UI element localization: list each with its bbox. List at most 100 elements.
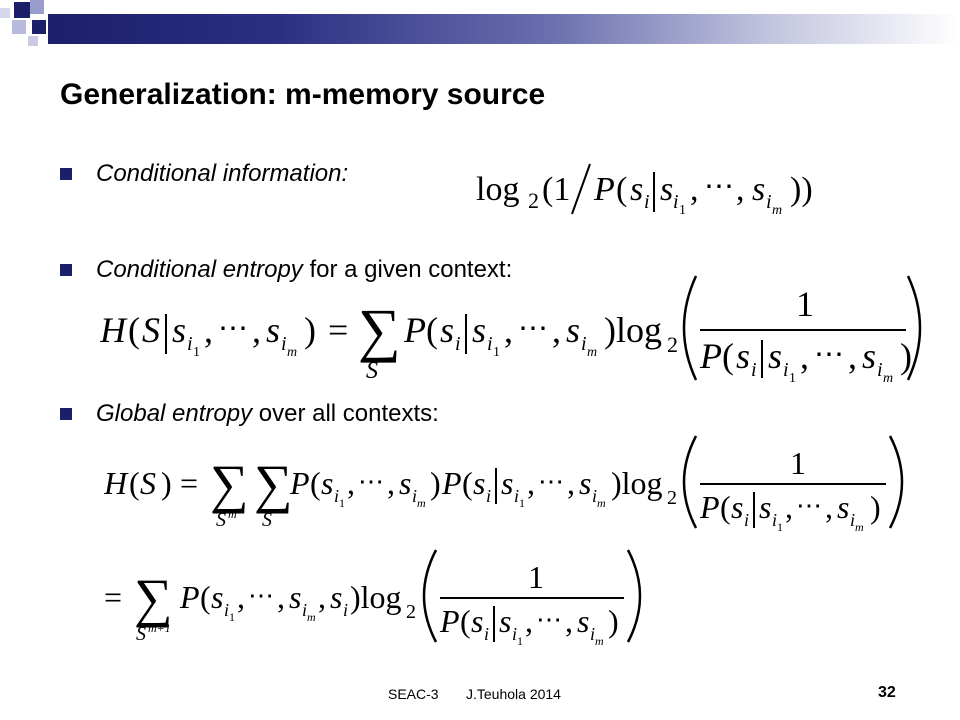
svg-text:s: s	[862, 336, 876, 376]
svg-text:S: S	[366, 358, 378, 384]
svg-text:H: H	[104, 465, 129, 501]
svg-text:i: i	[850, 510, 855, 530]
svg-text:): )	[900, 336, 912, 376]
footer-author: J.Teuhola 2014	[466, 686, 561, 702]
svg-text:m: m	[587, 345, 597, 360]
svg-text:m: m	[772, 203, 782, 218]
svg-text:,: ,	[848, 336, 857, 376]
svg-text:,: ,	[347, 465, 355, 501]
svg-text:m: m	[417, 496, 426, 510]
bullet-icon	[60, 408, 72, 420]
svg-text:s: s	[577, 603, 589, 639]
svg-text:i: i	[302, 600, 307, 620]
svg-text:⋯: ⋯	[218, 312, 248, 345]
svg-text:P: P	[699, 489, 720, 525]
svg-text:s: s	[731, 489, 743, 525]
svg-text:1: 1	[796, 284, 814, 324]
svg-text:i: i	[751, 359, 757, 381]
svg-text:P: P	[289, 465, 310, 501]
svg-text:s: s	[471, 603, 483, 639]
header-gradient-bar	[48, 14, 960, 44]
svg-text:): )	[430, 465, 441, 501]
svg-text:s: s	[211, 579, 223, 615]
svg-text:1: 1	[790, 445, 806, 481]
svg-text:⋯: ⋯	[248, 581, 274, 610]
svg-text:m: m	[883, 371, 893, 384]
svg-text:(: (	[310, 465, 321, 501]
svg-text:H: H	[100, 310, 128, 350]
svg-text:⋯: ⋯	[518, 312, 548, 345]
svg-text:): )	[870, 489, 881, 525]
svg-text:,: ,	[552, 310, 561, 350]
svg-text:s: s	[768, 336, 782, 376]
header-square	[32, 20, 46, 34]
svg-text:,: ,	[277, 579, 285, 615]
svg-text:m+1: m+1	[148, 621, 171, 635]
svg-text:1: 1	[493, 345, 500, 360]
bullet-global-entropy: Global entropy over all contexts:	[96, 400, 439, 428]
svg-text:2: 2	[528, 188, 539, 213]
svg-text:S: S	[140, 465, 156, 501]
header-square	[0, 8, 10, 18]
svg-text:s: s	[837, 489, 849, 525]
svg-text:i: i	[744, 510, 749, 530]
svg-text:1: 1	[229, 610, 235, 624]
svg-text:1: 1	[339, 496, 345, 510]
svg-text:,: ,	[690, 171, 699, 208]
svg-text:=: =	[104, 579, 122, 615]
svg-text:1: 1	[517, 634, 523, 646]
svg-text:∑: ∑	[254, 454, 293, 514]
svg-text:⋯: ⋯	[704, 170, 734, 203]
formula-global-entropy-expanded: = ∑ S m+1 P ( s i 1 , ⋯ , s i m , s i )l…	[104, 546, 664, 646]
svg-text:s: s	[630, 171, 643, 208]
svg-text:s: s	[759, 489, 771, 525]
svg-text:i: i	[343, 600, 348, 620]
svg-text:s: s	[289, 579, 301, 615]
svg-text:i: i	[486, 486, 491, 506]
svg-text:1: 1	[528, 559, 544, 595]
svg-text:,: ,	[318, 579, 326, 615]
svg-text:,: ,	[204, 310, 213, 350]
svg-text:P: P	[593, 171, 615, 208]
svg-text:s: s	[660, 171, 673, 208]
svg-text:,: ,	[565, 603, 573, 639]
svg-text:i: i	[766, 191, 772, 213]
svg-text:(: (	[616, 171, 627, 208]
svg-text:m: m	[287, 345, 297, 360]
svg-text:,: ,	[800, 336, 809, 376]
svg-text:,: ,	[825, 489, 833, 525]
svg-text:⋯: ⋯	[358, 467, 384, 496]
svg-text:i: i	[514, 486, 519, 506]
svg-text:P: P	[179, 579, 200, 615]
svg-text:1: 1	[193, 345, 200, 360]
header-square	[12, 20, 26, 34]
svg-text:,: ,	[785, 489, 793, 525]
bullet-icon	[60, 264, 72, 276]
svg-text:m: m	[595, 634, 604, 646]
svg-text:2: 2	[667, 487, 677, 509]
bullet-italic: Global entropy	[96, 400, 253, 427]
svg-text:=: =	[328, 310, 348, 350]
svg-text:i: i	[455, 333, 461, 355]
svg-text:,: ,	[525, 603, 533, 639]
svg-text:∑: ∑	[210, 454, 249, 514]
bullet-icon	[60, 168, 72, 180]
svg-text:i: i	[581, 333, 587, 355]
svg-text:∑: ∑	[358, 297, 401, 363]
svg-text:(: (	[720, 489, 731, 525]
svg-text:(: (	[462, 465, 473, 501]
header-square	[14, 2, 30, 18]
svg-text:∑: ∑	[134, 568, 173, 628]
svg-text:)log: )log	[604, 310, 662, 350]
svg-text:=: =	[180, 465, 198, 501]
svg-text:m: m	[228, 507, 237, 521]
svg-text:s: s	[172, 310, 186, 350]
svg-text:(: (	[128, 310, 140, 350]
svg-text:P: P	[441, 465, 462, 501]
svg-text:(: (	[129, 465, 140, 501]
svg-text:2: 2	[667, 332, 678, 357]
footer-course: SEAC-3	[388, 686, 439, 702]
svg-text:s: s	[321, 465, 333, 501]
svg-text:2: 2	[406, 601, 416, 623]
formula-conditional-information: log 2 (1 P ( s i s i 1 , ⋯ , s i m ))	[470, 156, 850, 220]
